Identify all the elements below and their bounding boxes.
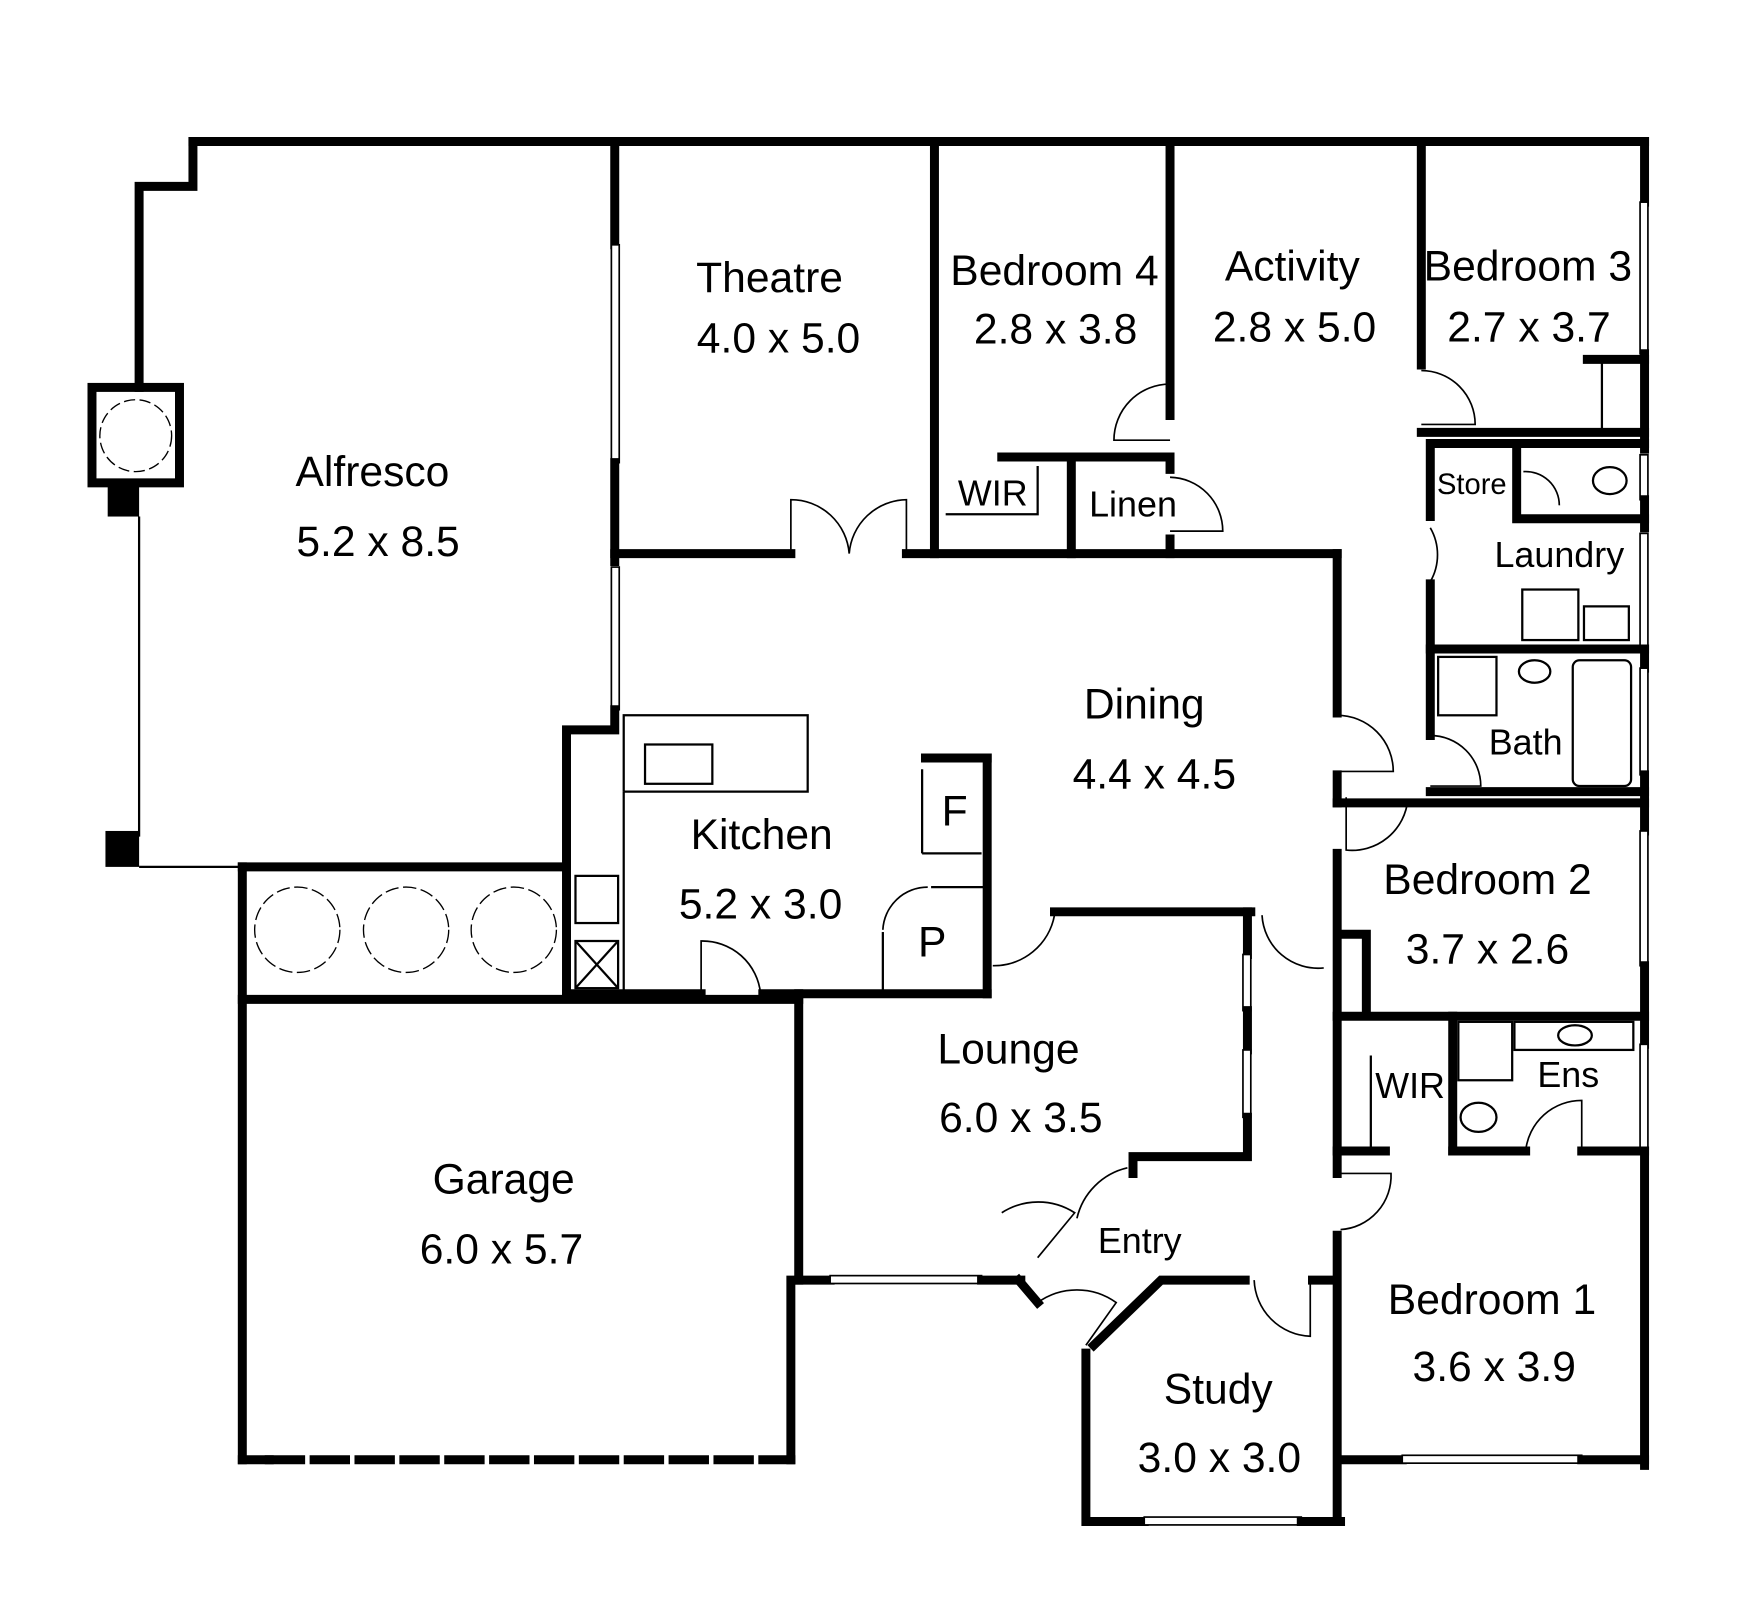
walls [87,136,1650,1527]
label-ensuite: Ens [1537,1054,1599,1095]
room-size-study: 3.0 x 3.0 [1138,1434,1301,1482]
room-name-kitchen: Kitchen [691,811,833,859]
label-pantry: P [918,919,946,967]
room-name-alfresco: Alfresco [295,448,449,496]
room-name-bedroom-1: Bedroom 1 [1388,1276,1596,1324]
room-name-garage: Garage [433,1156,575,1204]
room-name-lounge: Lounge [937,1025,1079,1073]
room-size-kitchen: 5.2 x 3.0 [679,881,842,929]
room-size-bedroom-3: 2.7 x 3.7 [1447,303,1610,351]
room-labels: Alfresco 5.2 x 8.5 Theatre 4.0 x 5.0 Bed… [295,243,1632,1482]
label-fridge: F [942,787,968,835]
room-size-activity: 2.8 x 5.0 [1213,303,1376,351]
room-size-bedroom-2: 3.7 x 2.6 [1406,925,1569,973]
room-size-dining: 4.4 x 4.5 [1073,750,1236,798]
room-name-theatre: Theatre [696,254,843,302]
label-bath: Bath [1489,722,1563,763]
planter-box [87,382,184,488]
room-size-alfresco: 5.2 x 8.5 [296,518,459,566]
doors [700,369,1583,1346]
room-size-theatre: 4.0 x 5.0 [697,315,860,363]
label-linen: Linen [1089,484,1177,525]
room-name-activity: Activity [1225,243,1361,291]
label-entry: Entry [1098,1220,1182,1261]
label-wir-bed4: WIR [958,472,1028,513]
plants [99,399,558,974]
label-wir-bed1: WIR [1375,1065,1445,1106]
label-store: Store [1437,469,1507,501]
label-laundry: Laundry [1494,534,1624,575]
room-name-dining: Dining [1084,681,1205,729]
room-name-study: Study [1164,1366,1274,1414]
room-size-garage: 6.0 x 5.7 [420,1225,583,1273]
room-name-bedroom-3: Bedroom 3 [1424,243,1632,291]
room-size-bedroom-1: 3.6 x 3.9 [1413,1343,1576,1391]
room-name-bedroom-2: Bedroom 2 [1383,856,1591,904]
room-name-bedroom-4: Bedroom 4 [950,247,1158,295]
room-size-lounge: 6.0 x 3.5 [939,1094,1102,1142]
room-size-bedroom-4: 2.8 x 3.8 [974,306,1137,354]
